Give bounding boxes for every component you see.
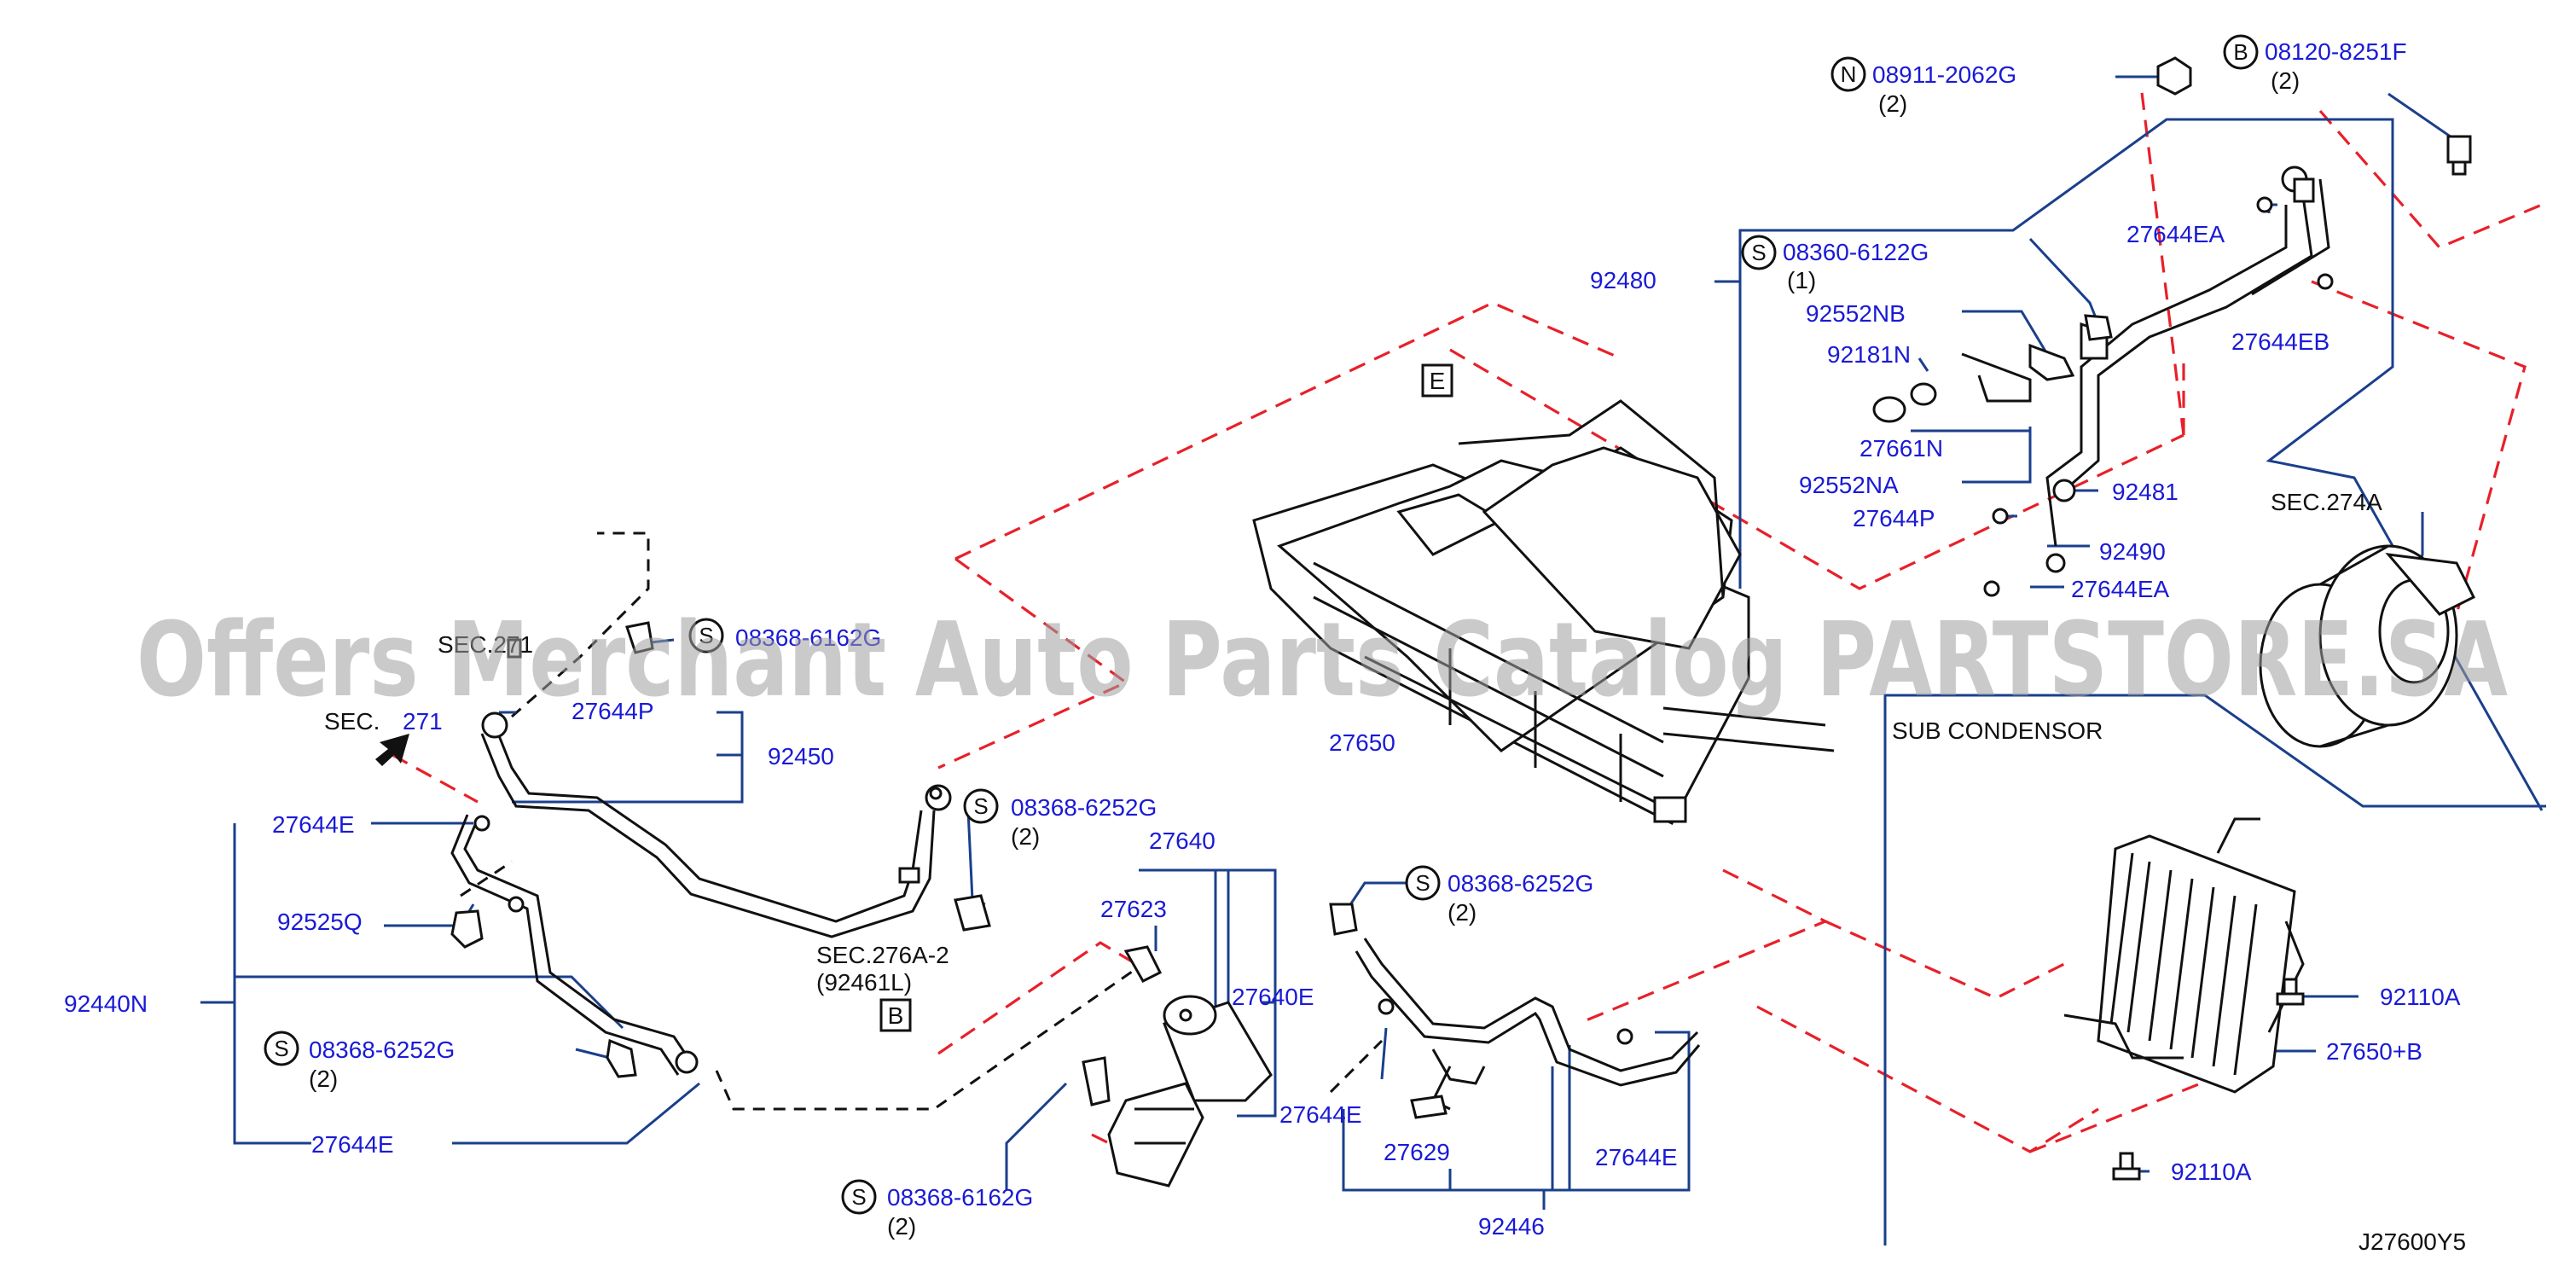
symbol-s-6252-a: S [963, 788, 999, 824]
label-08368-6162G-bot: 08368-6162G [887, 1184, 1033, 1211]
symbol-s-6252-left: S [264, 1031, 299, 1066]
symbol-s-6252-b: S [1405, 865, 1441, 901]
label-08368-6162G-top: 08368-6162G [735, 624, 881, 651]
symbol-n: N [1830, 56, 1866, 92]
label-08368-6252G-a-qty: (2) [1011, 823, 1040, 850]
label-08360-6122G: 08360-6122G [1783, 239, 1929, 265]
label-08368-6162G-bot-qty: (2) [887, 1213, 916, 1240]
svg-text:S: S [973, 793, 988, 819]
label-08368-6252G-left: 08368-6252G [309, 1037, 455, 1063]
label-27650B: 27650+B [2326, 1038, 2422, 1065]
label-sub-condensor: SUB CONDENSOR [1892, 717, 2103, 744]
label-sec276a-sub: (92461L) [816, 969, 912, 996]
label-92490: 92490 [2099, 538, 2166, 565]
watermark: Offers Merchant Auto Parts Catalog PARTS… [136, 601, 2508, 720]
label-08368-6252G-a: 08368-6252G [1011, 794, 1157, 821]
svg-text:S: S [851, 1184, 866, 1210]
label-92110A-bot: 92110A [2171, 1159, 2252, 1185]
svg-text:B: B [888, 1002, 904, 1029]
label-27644P-left: 27644P [571, 698, 654, 724]
label-92481: 92481 [2112, 479, 2179, 505]
label-27644P-right: 27644P [1853, 505, 1935, 531]
label-27661N: 27661N [1859, 435, 1943, 462]
svg-text:S: S [274, 1036, 288, 1061]
label-92552NA: 92552NA [1799, 472, 1899, 498]
sec-arrow-icon [375, 734, 409, 766]
label-92525Q: 92525Q [277, 909, 363, 935]
condenser-27650 [1252, 399, 1835, 826]
pipe-assembly-92440N [450, 621, 991, 1078]
callout-box-b: B [879, 998, 912, 1032]
label-92480: 92480 [1590, 267, 1656, 293]
label-27644E-bot: 27644E [311, 1131, 394, 1158]
symbol-s-6162-bot: S [841, 1179, 877, 1215]
label-92450: 92450 [768, 743, 834, 769]
red-guide-lines [392, 84, 2543, 1153]
svg-text:E: E [1430, 368, 1446, 394]
label-92446: 92446 [1478, 1213, 1545, 1240]
svg-text:S: S [699, 623, 713, 648]
label-08120-8251F: 08120-8251F [2265, 38, 2407, 65]
svg-text:S: S [1751, 240, 1766, 265]
pipe-assembly-92446 [1329, 903, 1701, 1119]
label-27629: 27629 [1384, 1139, 1450, 1165]
label-27623: 27623 [1100, 896, 1167, 922]
symbol-b: B [2223, 34, 2259, 70]
label-sec-271: 271 [403, 708, 443, 735]
svg-text:N: N [1841, 61, 1857, 87]
label-08120-qty: (2) [2271, 67, 2300, 94]
label-27644EA-top: 27644EA [2126, 221, 2225, 247]
label-27650: 27650 [1329, 729, 1395, 756]
figure-code: J27600Y5 [2358, 1228, 2466, 1255]
label-sec274a: SEC.274A [2271, 489, 2382, 515]
label-27644E-mid: 27644E [1279, 1101, 1362, 1128]
label-27640E: 27640E [1232, 984, 1314, 1010]
symbol-s-6162-top: S [688, 618, 724, 653]
symbol-s-08360: S [1741, 235, 1777, 270]
label-08368-6252G-b-qty: (2) [1448, 899, 1477, 926]
svg-text:B: B [2233, 39, 2248, 65]
sub-condensor-27650B [2063, 817, 2305, 1181]
label-92552NB: 92552NB [1806, 300, 1906, 327]
label-27644E-top: 27644E [272, 811, 355, 838]
label-27644EA-bot: 27644EA [2071, 576, 2170, 602]
label-08911-2062G: 08911-2062G [1872, 61, 2016, 88]
compressor-sec274a [2259, 544, 2476, 748]
label-08368-6252G-b: 08368-6252G [1448, 870, 1593, 897]
label-08360-qty: (1) [1787, 267, 1816, 293]
label-sec: SEC. [324, 708, 380, 735]
svg-text:S: S [1415, 870, 1430, 896]
black-guide-lines [460, 531, 1384, 1111]
label-92110A-top: 92110A [2380, 984, 2461, 1010]
label-27644E-right: 27644E [1595, 1144, 1678, 1170]
label-27644EB: 27644EB [2231, 328, 2329, 355]
label-27640: 27640 [1149, 828, 1215, 854]
label-sec271-a: SEC.271 [438, 631, 533, 658]
label-92440N: 92440N [64, 990, 148, 1017]
callout-box-e: E [1421, 363, 1453, 398]
receiver-drier-27640 [1082, 945, 1273, 1188]
part-labels: 08911-2062G (2) 08120-8251F (2) 27644EA … [64, 38, 2466, 1255]
label-92181N: 92181N [1827, 341, 1911, 368]
pipe-assembly-92480 [1872, 56, 2472, 597]
label-08368-6252G-left-qty: (2) [309, 1066, 338, 1092]
label-08911-qty: (2) [1878, 90, 1907, 117]
label-sec276a: SEC.276A-2 [816, 942, 949, 968]
